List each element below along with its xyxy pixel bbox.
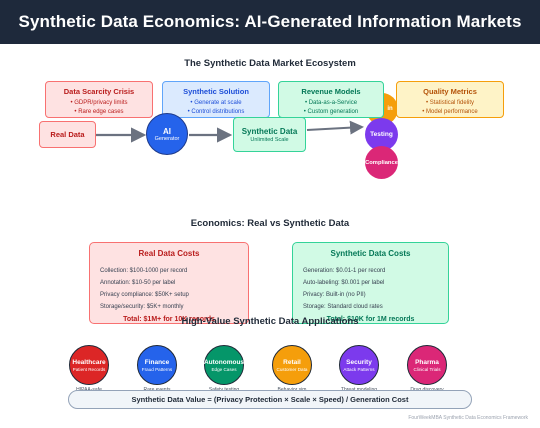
app-sub: Customer Data (276, 366, 308, 372)
card-line: • Rare edge cases (74, 109, 124, 115)
applications-title: High-Value Synthetic Data Applications (181, 316, 359, 327)
cost-line: Privacy compliance: $50K+ setup (100, 292, 189, 298)
cost-total: Total: $1M+ for 10K records (123, 316, 215, 323)
card-real-data-costs: Real Data Costs Collection: $100-1000 pe… (89, 242, 249, 324)
card-revenue-models: Revenue Models • Data-as-a-Service • Cus… (278, 81, 384, 118)
card-line: • Control distributions (187, 109, 245, 115)
node-ai-generator: AI Generator (146, 113, 188, 155)
app-name: Autonomous (203, 358, 245, 366)
app-security: Security Attack Patterns (339, 345, 379, 385)
partial-circle-label: in (387, 106, 393, 112)
node-label: Synthetic Data (241, 126, 298, 136)
node-label: Compliance (365, 159, 398, 166)
header-bar: Synthetic Data Economics: AI-Generated I… (0, 0, 540, 44)
card-title: Real Data Costs (138, 249, 200, 258)
app-retail: Retail Customer Data (272, 345, 312, 385)
app-autonomous: Autonomous Edge Cases (204, 345, 244, 385)
node-real-data: Real Data (39, 121, 96, 148)
card-line: • Statistical fidelity (425, 100, 475, 106)
card-synthetic-solution: Synthetic Solution • Generate at scale •… (162, 81, 270, 118)
arrow-synthetic-to-testing (306, 120, 364, 135)
cost-line: Collection: $100-1000 per record (100, 268, 188, 274)
cost-line: Storage: Standard cloud rates (303, 304, 383, 310)
economics-title: Economics: Real vs Synthetic Data (190, 218, 350, 229)
app-sub: Edge Cases (211, 366, 237, 372)
card-title: Synthetic Solution (183, 87, 249, 96)
card-line: • Generate at scale (190, 100, 242, 106)
app-sub: Clinical Trials (413, 366, 441, 372)
cost-line: Generation: $0.01-1 per record (303, 268, 386, 274)
card-line: • Custom generation (303, 109, 359, 115)
cost-line: Storage/security: $5K+ monthly (100, 304, 184, 310)
app-sub: Fraud Patterns (141, 366, 173, 372)
node-sublabel: Generator (154, 135, 180, 142)
footer-credit: FourWeekMBA Synthetic Data Economics Fra… (408, 415, 528, 421)
ecosystem-title: The Synthetic Data Market Ecosystem (184, 58, 356, 69)
card-synthetic-data-costs: Synthetic Data Costs Generation: $0.01-1… (292, 242, 449, 324)
card-title: Quality Metrics (423, 87, 477, 96)
card-line: • Data-as-a-Service (304, 100, 358, 106)
cost-line: Annotation: $10-50 per label (100, 280, 176, 286)
node-sublabel: Unlimited Scale (250, 136, 289, 143)
card-data-scarcity: Data Scarcity Crisis • GDPR/privacy limi… (45, 81, 153, 118)
app-sub: Attack Patterns (343, 366, 375, 372)
card-title: Synthetic Data Costs (330, 249, 411, 258)
value-formula: Synthetic Data Value = (Privacy Protecti… (68, 390, 472, 409)
app-name: Healthcare (72, 358, 106, 366)
app-sub: Patient Records (72, 366, 106, 372)
app-pharma: Pharma Clinical Trials (407, 345, 447, 385)
card-line: • Model performance (422, 109, 478, 115)
card-quality-metrics: Quality Metrics • Statistical fidelity •… (396, 81, 504, 118)
app-name: Security (346, 358, 372, 366)
node-synthetic-data: Synthetic Data Unlimited Scale (233, 117, 306, 152)
app-name: Retail (283, 358, 301, 366)
page-title: Synthetic Data Economics: AI-Generated I… (18, 12, 522, 31)
app-name: Pharma (415, 358, 439, 366)
node-label: Real Data (50, 130, 85, 139)
node-compliance: Compliance (365, 146, 398, 179)
app-finance: Finance Fraud Patterns (137, 345, 177, 385)
cost-total: Total: $10K for 1M records (326, 316, 415, 323)
cost-line: Privacy: Built-in (no PII) (303, 292, 366, 298)
node-label: AI (163, 126, 171, 136)
cost-line: Auto-labeling: $0.001 per label (303, 280, 385, 286)
app-healthcare: Healthcare Patient Records (69, 345, 109, 385)
card-title: Data Scarcity Crisis (63, 87, 135, 96)
app-name: Finance (144, 358, 170, 366)
node-testing: Testing (365, 118, 398, 151)
node-label: Testing (370, 131, 393, 138)
card-title: Revenue Models (301, 87, 361, 96)
card-line: • GDPR/privacy limits (70, 100, 128, 106)
